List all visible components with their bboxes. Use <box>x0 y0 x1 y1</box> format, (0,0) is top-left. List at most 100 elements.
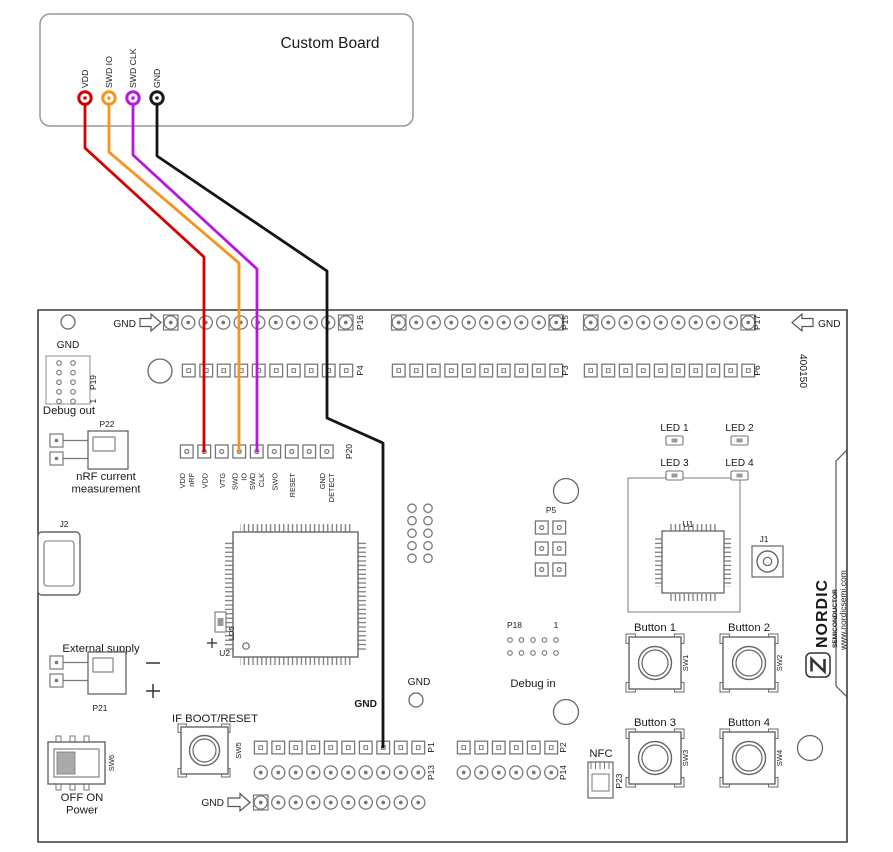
button1-label: Button 1 <box>634 622 676 634</box>
sw5-label: SW5 <box>234 742 243 758</box>
header-p15 <box>390 312 565 333</box>
header-p3 <box>390 360 565 381</box>
nordic-logo-icon <box>805 652 831 678</box>
terminal-swd-io <box>101 90 117 106</box>
mount-hole <box>147 358 173 384</box>
sw4-label: SW4 <box>775 750 784 766</box>
header-p17 <box>582 312 757 333</box>
header-p5 <box>533 517 568 580</box>
mount-hole <box>796 734 824 762</box>
sw5-button <box>177 723 231 778</box>
sw1-button <box>625 633 685 693</box>
j1-connector <box>751 545 784 578</box>
p22-label: P22 <box>100 419 115 429</box>
led3-component <box>665 470 684 481</box>
p3-label: P3 <box>560 365 570 376</box>
j2-usb-connector <box>37 531 81 596</box>
button3-label: Button 3 <box>634 717 676 729</box>
terminal-gnd-label: GND <box>152 69 162 88</box>
header-p6 <box>582 360 757 381</box>
p22-jumper <box>49 430 129 470</box>
p20-pin-label: VDD <box>200 473 209 488</box>
led2-label: LED 2 <box>725 423 754 434</box>
gnd-test-point <box>408 692 424 708</box>
terminal-swd-clk-label: SWD CLK <box>128 48 138 88</box>
sw4-button <box>719 728 779 788</box>
u2-chip <box>225 524 366 665</box>
custom-board-title: Custom Board <box>280 35 379 52</box>
p20-pin-label: nRF <box>187 472 196 486</box>
mount-hole <box>552 477 580 505</box>
sw1-label: SW1 <box>681 655 690 671</box>
test-point-grid <box>404 502 436 565</box>
nfc-label: NFC <box>589 748 612 760</box>
wire-swd-io <box>107 96 241 453</box>
terminal-gnd <box>149 90 165 106</box>
p2-label: P2 <box>558 742 568 753</box>
debug-out-label: Debug out <box>43 405 96 417</box>
mount-hole <box>552 698 580 726</box>
terminal-swd-io-label: SWD IO <box>104 56 114 88</box>
ld5-label: LD5 <box>227 627 236 640</box>
p20-pin-label: CLK <box>257 473 266 487</box>
gnd-bottom-label: GND <box>201 798 224 809</box>
led4-label: LED 4 <box>725 458 754 469</box>
p20-pin-label: SWD <box>248 473 257 490</box>
p20-pin-label: IO <box>239 473 248 481</box>
p18-label: P18 <box>507 620 522 630</box>
p20-pin-labels: VDD nRF VDD VTG SWD IO SWD CLK SWO RESET… <box>178 472 336 502</box>
gnd-arrow-right-icon <box>139 312 162 333</box>
sw2-label: SW2 <box>775 655 784 671</box>
mount-hole <box>60 314 76 330</box>
p20-pin-label: RESET <box>288 472 297 497</box>
brand-subtitle: SEMICONDUCTOR <box>832 589 839 648</box>
gnd-top-left-label: GND <box>113 319 136 330</box>
p6-label: P6 <box>752 365 762 376</box>
power-label: Power <box>66 805 98 817</box>
p20-pin-label: VTG <box>218 473 227 488</box>
header-p2 <box>455 737 560 758</box>
p23-nfc-connector <box>587 761 614 799</box>
shield-outline <box>627 477 741 613</box>
p1-label: P1 <box>426 742 436 753</box>
terminal-vdd-label: VDD <box>80 70 90 88</box>
plus-mark-icon <box>207 638 217 648</box>
p16-label: P16 <box>355 315 365 330</box>
gnd-wire-end-label: GND <box>354 699 377 710</box>
u1-chip <box>655 524 731 601</box>
dev-board: GND GND GND P16 P15 P17 P4 P3 P6 400150 <box>37 309 848 843</box>
sw3-label: SW3 <box>681 750 690 766</box>
led1-component <box>665 435 684 446</box>
part-number: 400150 <box>797 354 808 388</box>
debug-in-label: Debug in <box>510 678 555 690</box>
antenna-keepout-line <box>835 449 848 698</box>
p13-label: P13 <box>426 765 436 780</box>
custom-board: Custom Board VDD SWD IO SWD CLK GND <box>39 13 414 127</box>
p20-pin-label: GND <box>318 473 327 489</box>
p20-pin-label: SWO <box>270 473 279 491</box>
button4-label: Button 4 <box>728 717 770 729</box>
p23-label: P23 <box>614 773 624 788</box>
p19-pin1-label: 1 <box>88 399 98 404</box>
p17-label: P17 <box>752 315 762 330</box>
current-measurement-line2: measurement <box>71 484 141 496</box>
header-p13 <box>252 762 427 783</box>
sw6-power-switch <box>47 735 106 791</box>
terminal-vdd <box>77 90 93 106</box>
led4-component <box>730 470 749 481</box>
header-p19-debug-out <box>45 355 91 405</box>
header-p4 <box>180 360 355 381</box>
current-measurement-line1: nRF current <box>76 471 137 483</box>
p21-label: P21 <box>93 703 108 713</box>
wire-vdd <box>83 96 206 453</box>
sw3-button <box>625 728 685 788</box>
header-p14 <box>455 762 560 783</box>
u2-label: U2 <box>219 648 230 658</box>
p21-jumper <box>49 651 127 695</box>
p18-pin1-label: 1 <box>554 620 559 630</box>
brand-website: www.nordicsemi.com <box>838 570 848 651</box>
j1-label: J1 <box>760 534 769 544</box>
button2-label: Button 2 <box>728 622 770 634</box>
gnd-hole-label: GND <box>57 340 80 351</box>
